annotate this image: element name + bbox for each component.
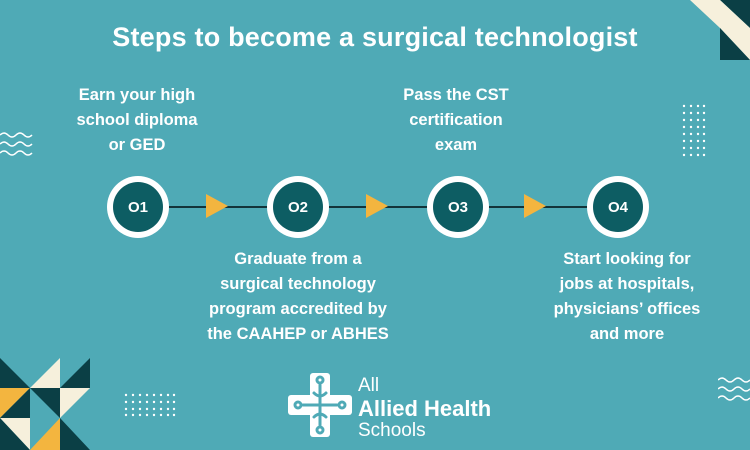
dot-grid-bottom-left: [124, 393, 176, 417]
step-number: O3: [433, 182, 483, 232]
step-2-text-line: the CAAHEP or ABHES: [207, 325, 389, 343]
arrow-icon: [206, 194, 228, 218]
step-4-text-line: jobs at hospitals,: [559, 275, 695, 293]
step-number: O2: [273, 182, 323, 232]
wave-pattern-right: [718, 377, 750, 401]
logo-line-2: Allied Health: [358, 396, 492, 421]
step-1-text: Earn your high school diploma or GED: [27, 83, 247, 158]
step-node-4: O4: [587, 176, 649, 238]
step-4-text-line: and more: [589, 325, 665, 343]
logo-cross-icon: [288, 373, 352, 437]
logo-line-1: All: [358, 375, 380, 396]
dot-grid-right: [682, 104, 706, 157]
step-number: O4: [593, 182, 643, 232]
step-2-text: Graduate from a surgical technology prog…: [188, 247, 408, 347]
step-4-text-line: Start looking for: [563, 250, 691, 268]
step-3-text-line: certification: [409, 111, 503, 129]
step-node-1: O1: [107, 176, 169, 238]
step-number: O1: [113, 182, 163, 232]
step-1-text-line: or GED: [108, 136, 166, 154]
step-1-text-line: school diploma: [76, 111, 198, 129]
step-3-text-line: exam: [434, 136, 478, 154]
corner-triangles-bottom-left: [0, 358, 90, 450]
step-2-text-line: program accredited by: [209, 300, 387, 318]
step-2-text-line: Graduate from a: [234, 250, 362, 268]
step-node-3: O3: [427, 176, 489, 238]
step-3-text-line: Pass the CST: [403, 86, 509, 104]
step-2-text-line: surgical technology: [220, 275, 376, 293]
page-title: Steps to become a surgical technologist: [112, 22, 638, 52]
step-4-text: Start looking for jobs at hospitals, phy…: [517, 247, 737, 347]
corner-triangles-top-right: [690, 0, 750, 60]
step-node-2: O2: [267, 176, 329, 238]
logo-line-3: Schools: [358, 420, 426, 441]
step-3-text: Pass the CST certification exam: [346, 83, 566, 158]
arrow-icon: [366, 194, 388, 218]
step-1-text-line: Earn your high: [78, 86, 196, 104]
arrow-icon: [524, 194, 546, 218]
wave-pattern-left: [0, 132, 33, 156]
step-4-text-line: physicians’ offices: [553, 300, 701, 318]
